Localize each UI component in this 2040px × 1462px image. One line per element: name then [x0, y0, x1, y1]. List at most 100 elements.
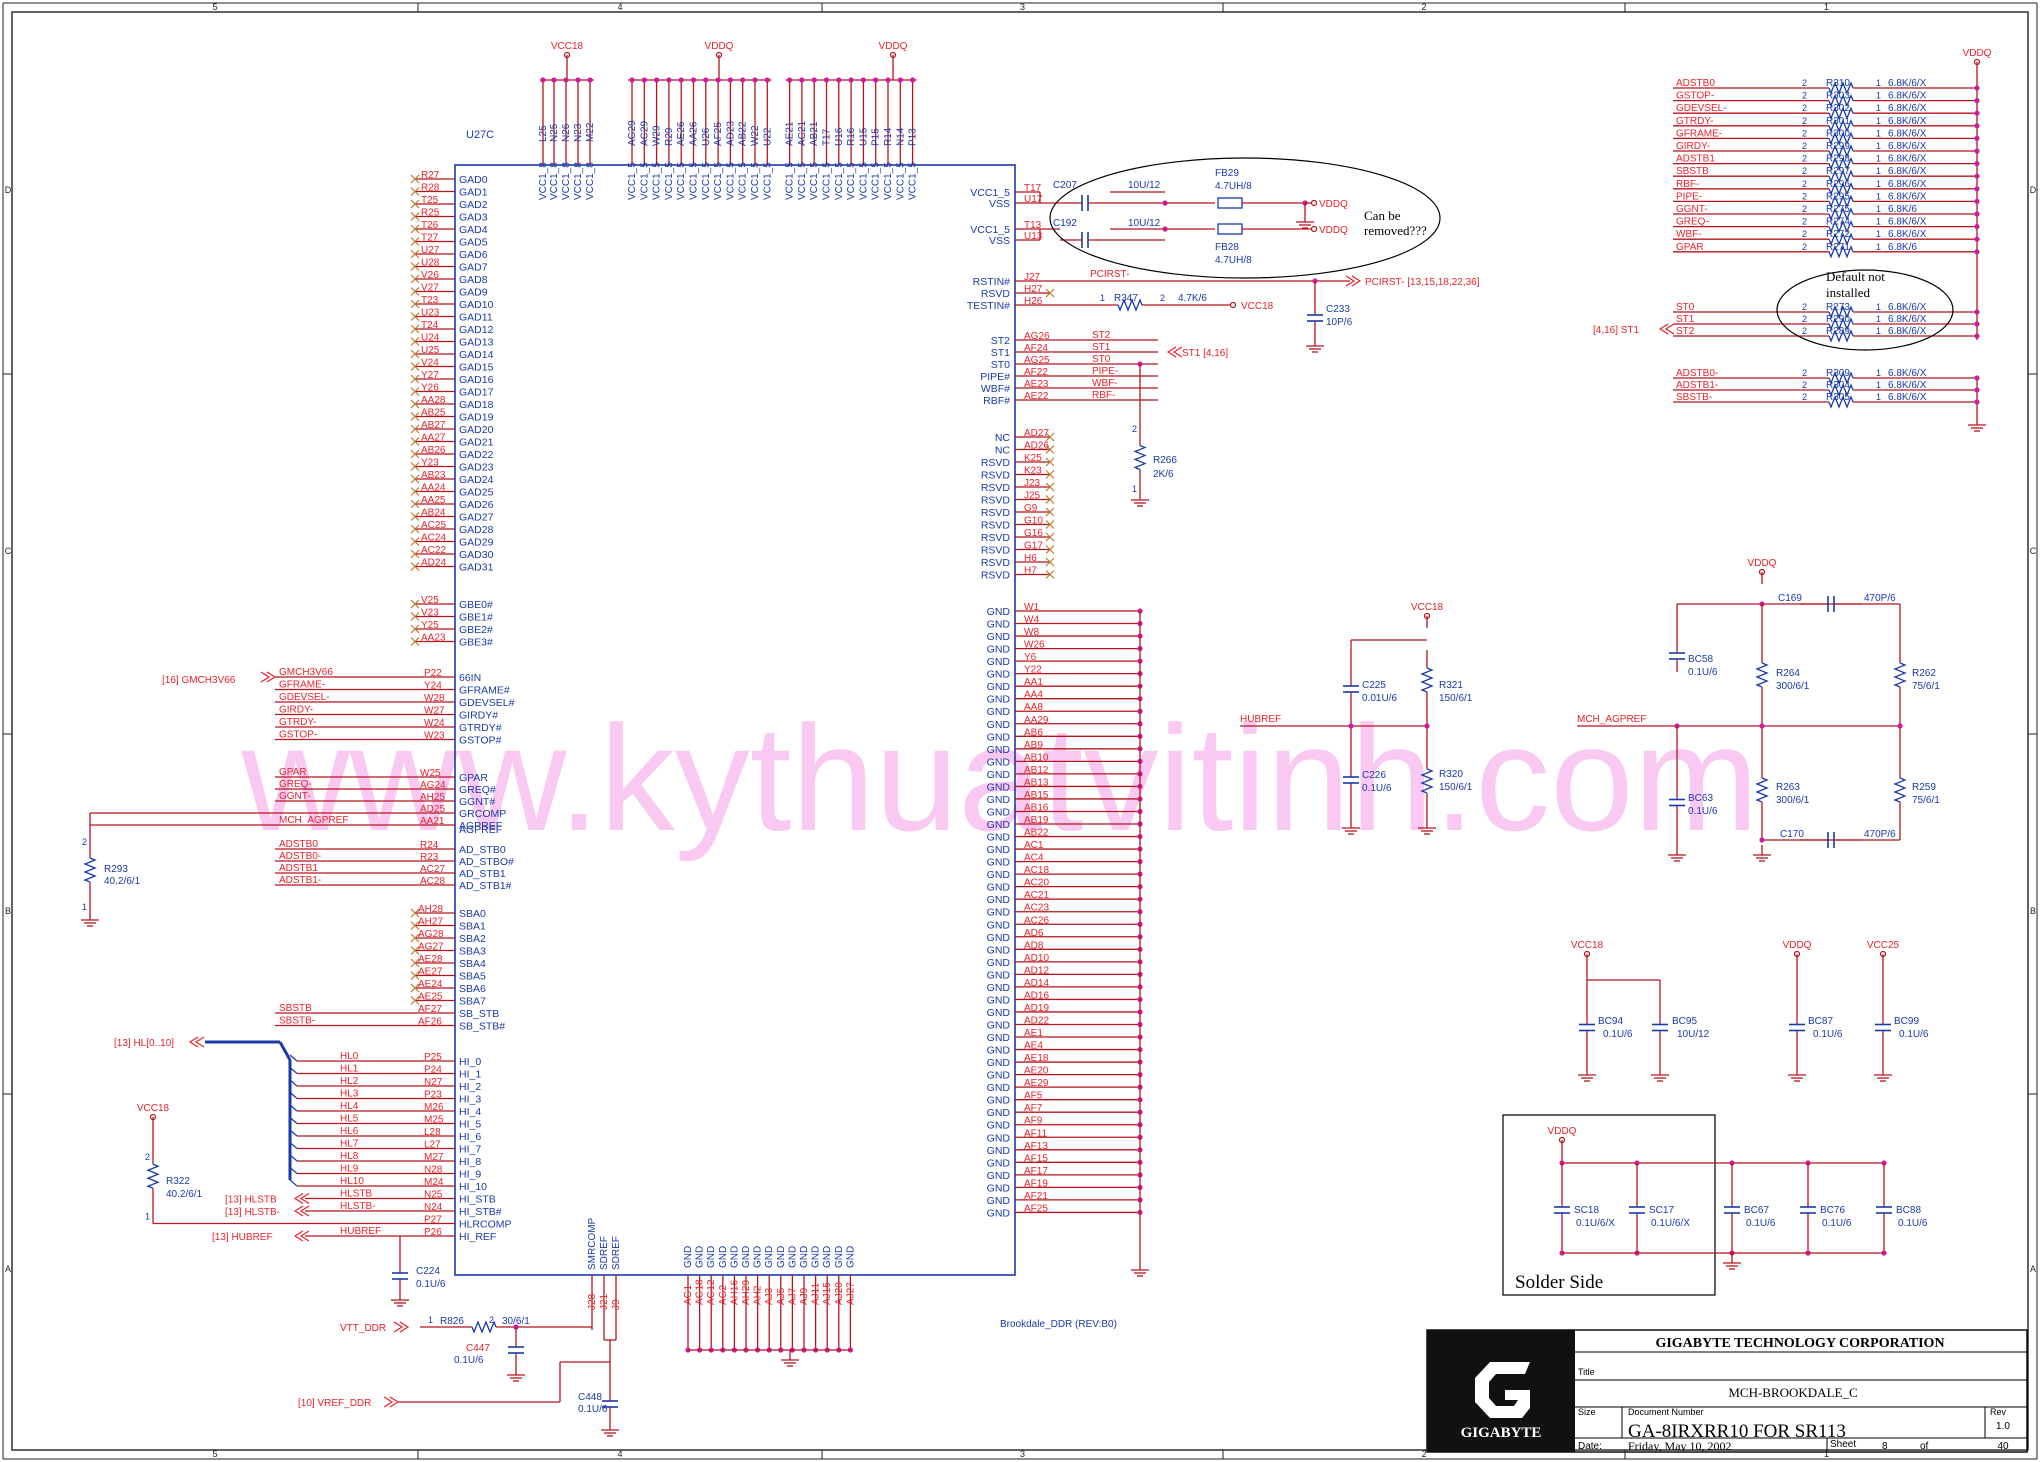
pin-name: VCC1_5: [858, 162, 869, 200]
pin-name: GND: [987, 719, 1011, 731]
pin-number: K25: [1024, 453, 1042, 464]
pin-name: GPAR: [459, 772, 488, 784]
junction-dot: [823, 77, 830, 83]
net-label: HUBREF: [340, 1226, 381, 1237]
power-port: [149, 1113, 157, 1121]
pin-index: 2: [1802, 116, 1807, 126]
no-connect-mark: [1045, 470, 1055, 479]
pin-name: RSVD: [981, 288, 1011, 300]
revision: 1.0: [1996, 1421, 2010, 1432]
ref-designator: R262: [1912, 668, 1936, 679]
component-value: 10P/6: [1326, 317, 1353, 328]
no-connect-mark: [1045, 432, 1055, 442]
component-value: 6.8K/6/X: [1888, 217, 1927, 228]
junction-dot: [873, 77, 879, 83]
pin-name: GND: [987, 656, 1011, 668]
pin-name: SMRCOMP: [587, 1217, 598, 1270]
component-value: 6.8K/6/X: [1888, 116, 1927, 127]
ref-designator: BC94: [1598, 1016, 1623, 1027]
no-connect-mark: [410, 933, 420, 943]
offpage-connector: [188, 1036, 205, 1048]
pin-index: 2: [1802, 392, 1807, 402]
pin-name: VCC1_5: [797, 162, 808, 200]
ref-designator: R275: [1826, 204, 1850, 215]
ref-designator: R309: [1826, 368, 1850, 379]
pullup-resistor: [1828, 232, 1854, 246]
junction-dot: [1974, 211, 1980, 217]
pin-name: SBA5: [459, 971, 486, 983]
column-marker: 1: [1824, 2, 1829, 12]
pin-index: 1: [1876, 326, 1881, 336]
pin-number: AJ5: [776, 1287, 787, 1305]
pin-name: GAD20: [459, 424, 494, 436]
pin-name: RSVD: [981, 470, 1011, 482]
pin-number: AC18: [1024, 865, 1049, 876]
power-port: [1558, 1136, 1566, 1144]
pin-name: GND: [987, 1045, 1011, 1057]
no-connect-mark: [410, 512, 420, 521]
pin-number: AC24: [421, 533, 446, 544]
pin-index: 1: [428, 1315, 433, 1325]
pin-number: T25: [421, 195, 439, 206]
ref-designator: R263: [1776, 782, 1800, 793]
junction-dot: [740, 77, 746, 83]
pin-number: Y24: [424, 681, 442, 692]
pin-index: 2: [1802, 91, 1807, 101]
sheet-title: MCH-BROOKDALE_C: [1728, 1385, 1857, 1400]
junction-dot: [1974, 135, 1980, 141]
pin-number: P24: [424, 1065, 442, 1076]
pin-name: HI_9: [459, 1169, 481, 1181]
pin-name: GND: [987, 669, 1011, 681]
pin-name: RSTIN#: [973, 276, 1011, 288]
pin-number: AA27: [421, 433, 446, 444]
junction-dot: [1974, 161, 1980, 167]
ref-designator: R321: [1439, 680, 1463, 691]
pin-name: GND: [987, 1057, 1011, 1069]
power-port: [1973, 58, 1981, 66]
pin-name: GND: [718, 1246, 729, 1268]
pin-number: N27: [424, 1077, 443, 1088]
pin-number: AH29: [741, 1280, 752, 1305]
net-label: GSTOP-: [279, 730, 317, 741]
pin-name: VCC1_5: [970, 187, 1010, 199]
pin-name: GND: [822, 1246, 833, 1268]
pin-name: GND: [987, 781, 1011, 793]
component-value: 0.1U/6: [1813, 1029, 1843, 1040]
pullup-resistor: [1828, 131, 1854, 146]
pin-index: 1: [82, 902, 87, 912]
no-connect-mark: [410, 299, 420, 309]
pin-name: GIRDY#: [459, 710, 498, 722]
pin-number: AA25: [421, 495, 446, 506]
ref-designator: R299: [1826, 141, 1850, 152]
pin-name: VCC1_5: [822, 162, 833, 200]
junction-dot: [1974, 399, 1980, 405]
watermark-text: www.kythuatvitinh.com: [240, 694, 1758, 862]
pin-name: GND: [987, 794, 1011, 806]
component-value: 470P/6: [1864, 593, 1896, 604]
pin-number: L27: [424, 1140, 441, 1151]
ref-designator: C207: [1053, 180, 1077, 191]
offpage-connector: [260, 671, 277, 683]
pin-name: GND: [987, 932, 1011, 944]
component-value: 6.8K/6/X: [1888, 326, 1927, 337]
ref-designator: C192: [1053, 218, 1077, 229]
pin-name: TESTIN#: [967, 300, 1010, 312]
no-connect-mark: [410, 337, 420, 346]
pin-name: GND: [987, 1182, 1011, 1194]
pin-number: T23: [421, 295, 439, 306]
sheet-label: Sheet: [1830, 1439, 1856, 1450]
fb28-ferrite: [1217, 223, 1243, 235]
no-connect-mark: [1045, 557, 1055, 567]
pin-number: AE25: [418, 992, 443, 1003]
pin-number: AC4: [1024, 853, 1044, 864]
pin-index: 2: [1160, 293, 1165, 303]
net-label: PIPE-: [1676, 191, 1702, 202]
no-connect-mark: [410, 424, 420, 434]
ref-designator: R301: [1826, 116, 1850, 127]
component-value: 0.1U/6: [1688, 667, 1718, 678]
net-label: ADSTB0: [1676, 78, 1715, 89]
component-value: 6.8K/6/X: [1888, 78, 1927, 89]
ref-designator: BC67: [1744, 1205, 1769, 1216]
component-value: 6.8K/6/X: [1888, 314, 1927, 325]
pin-index: 2: [1802, 179, 1807, 189]
